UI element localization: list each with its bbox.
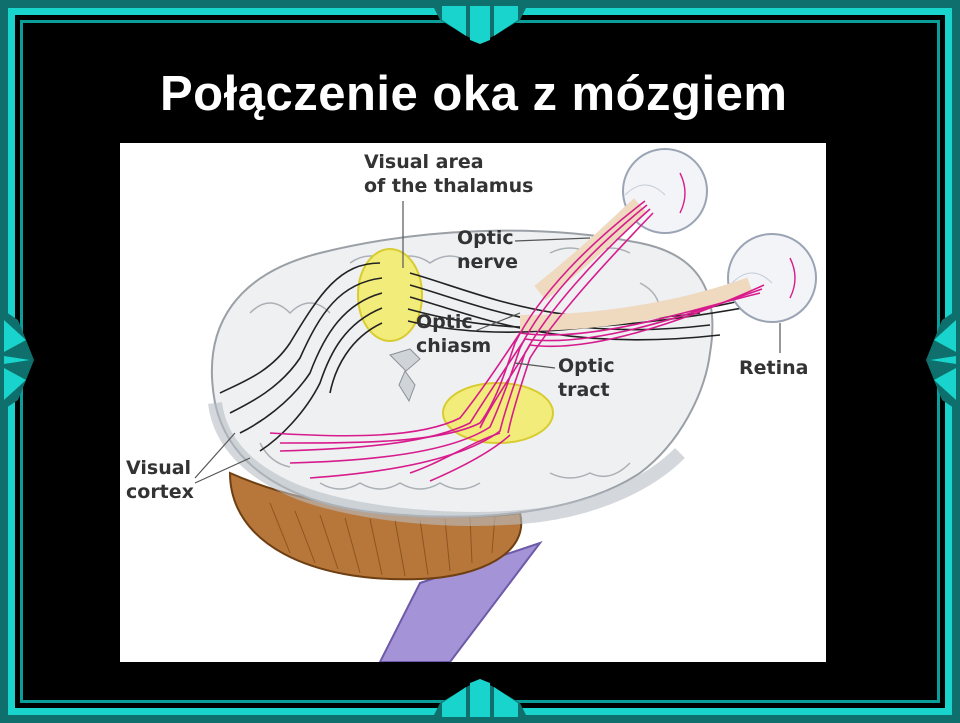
label-visual-cortex-line2: cortex bbox=[126, 481, 194, 503]
label-retina: Retina bbox=[739, 357, 809, 379]
bottom-frame-ornament bbox=[430, 679, 530, 723]
label-optic-chiasm-line1: Optic bbox=[416, 311, 473, 333]
label-optic-nerve-line1: Optic bbox=[457, 227, 514, 249]
label-visual-cortex-line1: Visual bbox=[126, 457, 192, 479]
label-visual-area-line1: Visual area bbox=[364, 151, 484, 173]
label-optic-tract-line1: Optic bbox=[558, 355, 615, 377]
optic-tract-area bbox=[442, 382, 554, 444]
top-frame-ornament bbox=[430, 0, 530, 44]
label-visual-area-line2: of the thalamus bbox=[364, 175, 534, 197]
thalamus-visual-area bbox=[357, 248, 423, 342]
eye-right bbox=[727, 233, 817, 323]
visual-pathway-diagram: Visual area of the thalamus Optic nerve … bbox=[120, 143, 826, 662]
right-frame-ornament bbox=[926, 308, 960, 412]
label-optic-nerve-line2: nerve bbox=[457, 251, 519, 273]
left-frame-ornament bbox=[0, 308, 34, 412]
label-optic-chiasm-line2: chiasm bbox=[416, 335, 492, 357]
slide-title: Połączenie oka z mózgiem bbox=[160, 67, 788, 121]
label-optic-tract-line2: tract bbox=[558, 379, 610, 401]
brain-illustration bbox=[194, 148, 817, 662]
